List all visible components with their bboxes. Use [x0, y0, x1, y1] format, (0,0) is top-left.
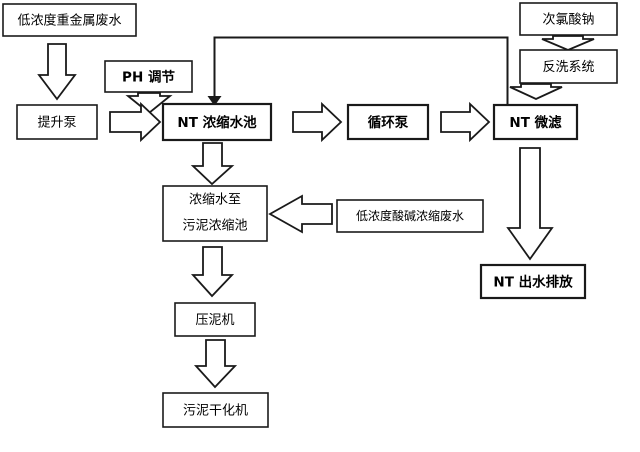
connector-ph-to-nt-concentrate	[125, 92, 173, 115]
connector-circ-pump-to-microfilter	[440, 101, 491, 143]
node-influent-label: 低浓度重金属废水	[17, 13, 121, 29]
node-nt-microfilter[interactable]: NT 微滤	[492, 103, 579, 141]
node-sludge-thickener-label-line1: 浓缩水至	[189, 192, 241, 208]
connector-lift-pump-to-nt-concentrate	[109, 101, 162, 143]
connector-backwash-to-microfilter	[509, 83, 563, 100]
node-ph-adjust-label: PH 调节	[122, 69, 175, 86]
node-influent[interactable]: 低浓度重金属废水	[2, 3, 137, 37]
connector-hypo-to-backwash	[541, 35, 595, 51]
node-sodium-hypochlorite-label: 次氯酸钠	[542, 12, 594, 28]
node-sludge-thickener-label-line2: 污泥浓缩池	[182, 218, 247, 234]
connector-acid-alkali-to-thickener	[268, 194, 333, 234]
node-mud-press-label: 压泥机	[195, 313, 234, 328]
node-nt-effluent-label: NT 出水排放	[493, 274, 573, 291]
node-mud-press[interactable]: 压泥机	[174, 302, 256, 337]
connector-thickener-to-mud-press	[190, 246, 235, 298]
node-lift-pump-label: 提升泵	[37, 115, 76, 131]
connector-microfilter-recycle-return	[207, 36, 509, 106]
node-sludge-dryer-label: 污泥干化机	[183, 404, 248, 419]
node-nt-microfilter-label: NT 微滤	[509, 114, 562, 131]
node-acid-alkali-wastewater-label: 低浓度酸碱浓缩废水	[356, 208, 464, 223]
node-ph-adjust[interactable]: PH 调节	[104, 60, 193, 93]
node-circ-pump[interactable]: 循环泵	[346, 103, 430, 141]
connector-influent-to-lift-pump	[37, 43, 77, 101]
node-nt-concentrate-label: NT 浓缩水池	[177, 114, 257, 131]
node-nt-effluent[interactable]: NT 出水排放	[479, 263, 587, 300]
connector-mud-press-to-sludge-dryer	[193, 339, 238, 389]
node-sludge-thickener[interactable]: 浓缩水至 污泥浓缩池	[162, 185, 268, 242]
node-backwash-system-label: 反洗系统	[542, 60, 594, 75]
node-nt-concentrate[interactable]: NT 浓缩水池	[161, 102, 273, 142]
node-sodium-hypochlorite[interactable]: 次氯酸钠	[519, 2, 618, 36]
node-acid-alkali-wastewater[interactable]: 低浓度酸碱浓缩废水	[336, 199, 484, 233]
node-sludge-dryer[interactable]: 污泥干化机	[162, 392, 269, 428]
node-backwash-system[interactable]: 反洗系统	[519, 49, 618, 84]
node-lift-pump[interactable]: 提升泵	[16, 104, 98, 140]
connector-nt-concentrate-to-thickener	[190, 142, 235, 186]
connector-microfilter-to-effluent	[506, 147, 554, 261]
connector-nt-concentrate-to-circ-pump	[292, 101, 343, 143]
node-circ-pump-label: 循环泵	[368, 114, 409, 131]
